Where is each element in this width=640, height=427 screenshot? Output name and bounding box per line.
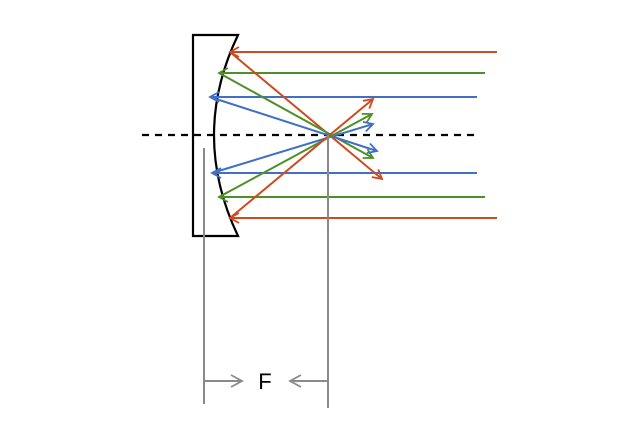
reflected-ray-green-bottom	[218, 112, 374, 198]
reflected-ray-red-bottom	[229, 97, 375, 219]
focal-length-label: F	[258, 369, 271, 394]
reflected-ray-blue-top	[209, 96, 379, 154]
reflected-ray-green-top	[218, 72, 375, 159]
reflected-ray-blue-bottom	[211, 120, 375, 174]
reflected-ray-red-top	[229, 51, 384, 181]
